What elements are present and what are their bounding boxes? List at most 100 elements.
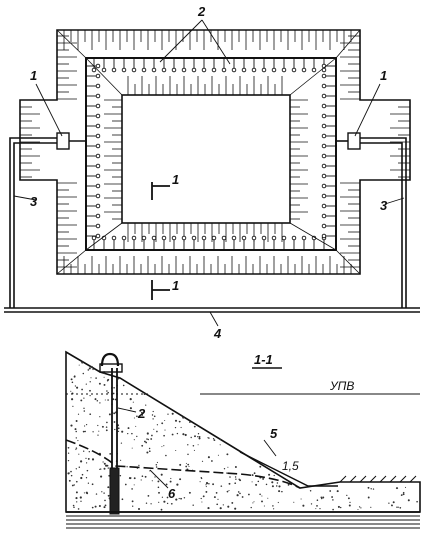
wellpoint [131,67,137,73]
wellpoint [201,67,207,73]
soil-grain [265,483,268,486]
soil-grain [98,382,101,385]
wellpoint [321,233,327,239]
soil-grain [237,491,240,493]
soil-grain [340,506,342,509]
soil-grain [107,399,109,401]
label-ring: 2 [197,4,206,19]
soil-grain [102,461,104,463]
soil-grain [192,504,194,506]
soil-grain [91,506,94,509]
soil-grain [97,434,99,436]
soil-grain [91,483,94,486]
soil-grain [259,465,262,468]
soil-stipple [67,361,418,511]
soil-grain [109,453,112,455]
soil-grain [346,494,348,497]
soil-grain [207,456,210,459]
soil-grain [80,500,82,502]
soil-grain [200,497,202,500]
wellpoint [291,67,297,73]
soil-grain [80,460,83,463]
soil-grain [391,504,393,507]
wellpoint [321,193,327,199]
wellpoint [95,213,101,219]
wellpoint [281,67,287,73]
soil-grain [205,486,207,488]
soil-grain [153,428,155,430]
soil-grain [107,486,110,489]
soil-grain [170,502,173,505]
soil-grain [119,474,122,477]
soil-grain [107,378,110,381]
wellpoint [91,67,97,73]
slope-cover [239,451,338,487]
soil-grain [220,485,223,487]
soil-grain [213,496,216,499]
soil-grain [146,451,149,454]
wellpoint [121,235,127,241]
soil-grain [395,487,399,490]
wellpoint [271,235,277,241]
soil-grain [76,386,79,389]
soil-grain [121,498,124,501]
soil-grain [103,376,105,378]
soil-grain [103,506,106,509]
wellpoint [95,123,101,129]
soil-grain [396,506,398,508]
soil-grain [349,501,351,504]
corner-line [335,249,361,275]
soil-grain [188,465,190,468]
soil-grain [227,505,230,508]
soil-grain [129,477,132,480]
soil-grain [175,498,178,501]
soil-grain [143,440,146,443]
wellpoint [91,235,97,241]
soil-grain [180,498,183,500]
soil-grain [163,445,165,447]
wellpoint [191,235,197,241]
soil-grain [336,490,339,493]
soil-grain [198,435,201,438]
section-mark-top [151,182,170,200]
wellpoint [95,223,101,229]
soil-grain [252,502,254,504]
wellpoint [281,235,287,241]
soil-grain [163,434,165,437]
soil-grain [171,412,174,415]
soil-grain [205,484,207,486]
soil-grain [212,438,215,440]
pump-on-berm [99,363,123,373]
soil-grain [188,491,191,494]
wellpoint [111,67,117,73]
soil-grain [166,496,169,499]
soil-grain [95,493,98,495]
section-mark-bottom [151,280,170,300]
soil-grain [75,448,77,451]
soil-grain [329,490,332,492]
soil-grain [68,479,71,482]
soil-grain [107,467,109,469]
soil-grain [219,438,221,441]
soil-grain [176,483,179,486]
soil-grain [277,501,279,504]
soil-grain [197,444,199,446]
soil-grain [200,477,203,479]
leader-ring [159,19,231,65]
soil-grain [236,494,239,497]
soil-grain [320,497,323,500]
soil-grain [126,466,128,468]
wellpoint [95,93,101,99]
soil-grain [235,478,237,480]
soil-grain [257,480,260,483]
label-wellpoints-left: 1 [30,68,37,83]
soil-grain [82,430,85,433]
soil-grain [157,480,160,483]
wellpoint [321,153,327,159]
soil-grain [179,478,182,481]
soil-grain [90,365,93,369]
soil-grain [145,404,147,406]
soil-grain [174,426,177,429]
wellpoint [111,235,117,241]
soil-grain [86,469,89,472]
